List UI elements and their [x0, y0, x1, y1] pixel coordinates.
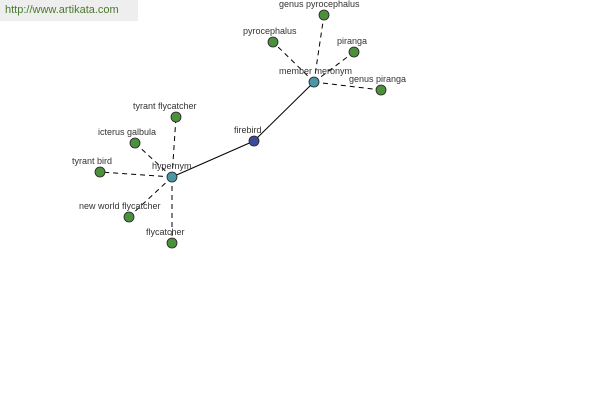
word-tyrant-flycatcher-node[interactable] — [170, 111, 182, 123]
center-firebird-node[interactable] — [248, 135, 260, 147]
word-flycatcher-node[interactable] — [166, 237, 178, 249]
word-genus-piranga-label[interactable]: genus piranga — [349, 74, 406, 84]
word-pyrocephalus-label[interactable]: pyrocephalus — [243, 26, 297, 36]
center-firebird-label[interactable]: firebird — [234, 125, 262, 135]
edge-hypernym-tyrant-flycatcher — [171, 116, 177, 178]
edge-hypernym-tyrant-bird — [99, 171, 173, 178]
word-flycatcher-label[interactable]: flycatcher — [146, 227, 185, 237]
relation-hypernym-node[interactable] — [166, 171, 178, 183]
relation-hypernym-label[interactable]: hypernym — [152, 161, 192, 171]
edge-firebird-hypernym — [171, 140, 255, 178]
word-new-world-flycatcher-node[interactable] — [123, 211, 135, 223]
edge-hypernym-new-world-flycatcher — [128, 176, 173, 218]
edge-member-meronym-pyrocephalus — [272, 41, 315, 83]
word-icterus-galbula-node[interactable] — [129, 137, 141, 149]
edge-member-meronym-genus-pyrocephalus — [313, 14, 325, 83]
edge-member-meronym-genus-piranga — [313, 81, 382, 91]
relation-member-meronym-label[interactable]: member meronym — [279, 66, 352, 76]
word-tyrant-bird-node[interactable] — [94, 166, 106, 178]
word-genus-pyrocephalus-label[interactable]: genus pyrocephalus — [279, 0, 360, 9]
edge-firebird-member-meronym — [253, 81, 315, 142]
word-genus-piranga-node[interactable] — [375, 84, 387, 96]
url-label[interactable]: http://www.artikata.com — [0, 0, 138, 21]
word-tyrant-flycatcher-label[interactable]: tyrant flycatcher — [133, 101, 197, 111]
word-piranga-node[interactable] — [348, 46, 360, 58]
relation-member-meronym-node[interactable] — [308, 76, 320, 88]
word-tyrant-bird-label[interactable]: tyrant bird — [72, 156, 112, 166]
word-genus-pyrocephalus-node[interactable] — [318, 9, 330, 21]
word-piranga-label[interactable]: piranga — [337, 36, 367, 46]
edge-hypernym-icterus-galbula — [134, 142, 173, 178]
word-pyrocephalus-node[interactable] — [267, 36, 279, 48]
word-new-world-flycatcher-label[interactable]: new world flycatcher — [79, 201, 161, 211]
word-icterus-galbula-label[interactable]: icterus galbula — [98, 127, 156, 137]
